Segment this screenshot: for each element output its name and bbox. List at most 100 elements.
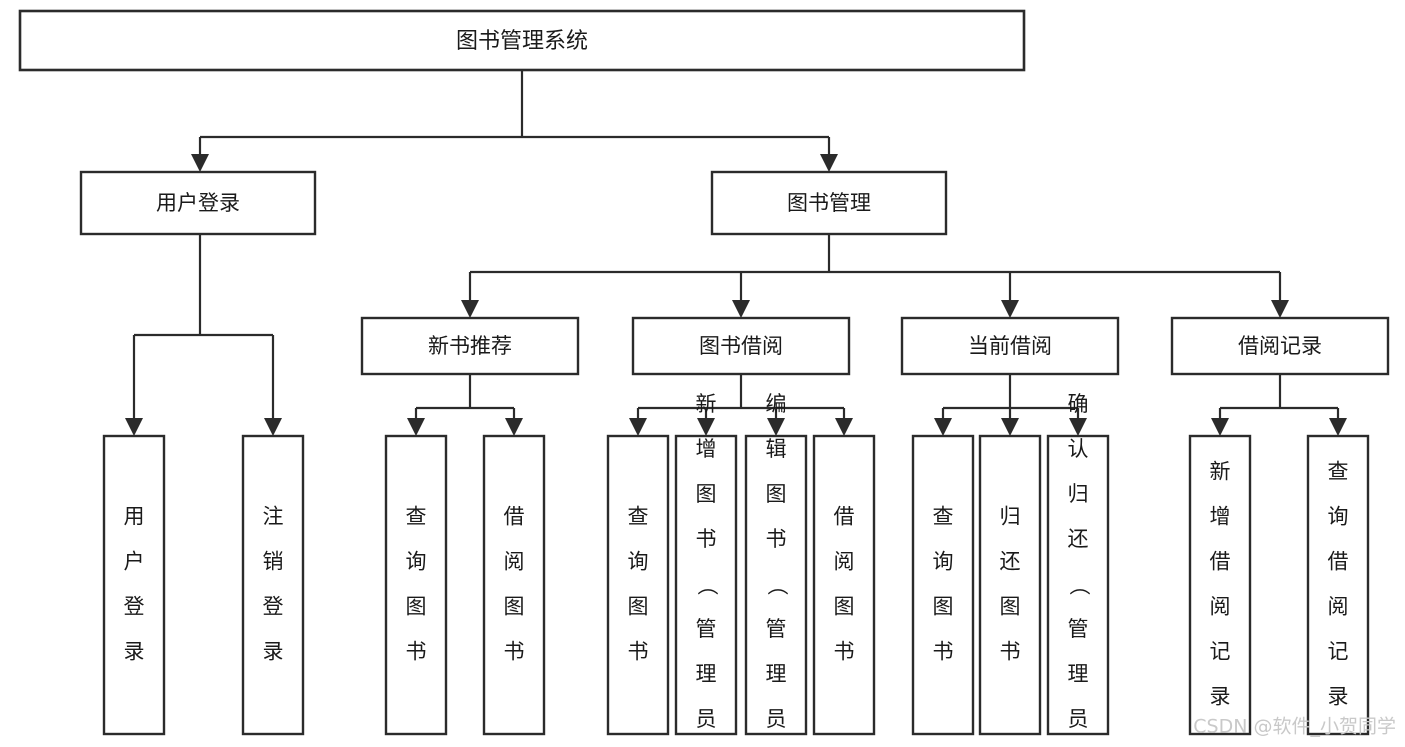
svg-text:询: 询 [1328,505,1349,529]
svg-text:图: 图 [504,595,525,619]
node-book-manage-box[interactable] [710,170,948,236]
node-book-manage[interactable]: 图书管理 [710,170,948,236]
arrow-current-borrow [1001,300,1019,318]
svg-text:查: 查 [933,505,954,529]
arrow-book-manage [820,154,838,172]
node-new-book-recommend-label: 新书推荐 [428,334,512,358]
arrow-leaf-user-logout [264,418,282,436]
node-leaf-user-logout-box[interactable] [241,434,305,736]
node-borrow-record-box[interactable] [1170,316,1390,376]
svg-text:理: 理 [696,662,717,686]
svg-text:理: 理 [766,662,787,686]
node-leaf-edit-book-box[interactable] [744,434,808,736]
svg-text:借: 借 [504,505,525,529]
svg-text:（: （ [1067,575,1091,596]
node-borrow-record-label: 借阅记录 [1238,334,1322,358]
arrow-leaf-query-book-1 [407,418,425,436]
svg-text:辑: 辑 [766,437,787,461]
node-leaf-add-book-box[interactable] [674,434,738,736]
node-leaf-query-book-1-box[interactable] [384,434,448,736]
svg-text:员: 员 [766,707,787,731]
connector-layer [125,70,1347,436]
svg-text:书: 书 [504,640,525,664]
arrow-user-login [191,154,209,172]
node-leaf-user-login[interactable]: 用户登录 [102,434,166,736]
node-leaf-add-record-box[interactable] [1188,434,1252,736]
node-book-borrow-box[interactable] [631,316,851,376]
svg-text:阅: 阅 [504,550,525,574]
node-current-borrow-box[interactable] [900,316,1120,376]
svg-text:理: 理 [1068,662,1089,686]
svg-text:查: 查 [628,505,649,529]
arrow-leaf-user-login [125,418,143,436]
svg-text:书: 书 [834,640,855,664]
arrow-leaf-add-record [1211,418,1229,436]
svg-text:增: 增 [1210,505,1231,529]
arrow-leaf-borrow-book-1 [505,418,523,436]
node-current-borrow-label: 当前借阅 [968,334,1052,358]
node-leaf-confirm-return-box[interactable] [1046,434,1110,736]
svg-text:销: 销 [263,550,284,574]
svg-text:还: 还 [1068,527,1089,551]
svg-text:借: 借 [1210,550,1231,574]
svg-text:图: 图 [933,595,954,619]
arrow-leaf-confirm-return [1069,418,1087,436]
node-leaf-user-login-box[interactable] [102,434,166,736]
arrow-leaf-query-book-2 [629,418,647,436]
node-current-borrow[interactable]: 当前借阅 [900,316,1120,376]
node-leaf-query-book-2-box[interactable] [606,434,670,736]
node-book-borrow-label: 图书借阅 [699,334,783,358]
svg-text:管: 管 [696,617,717,641]
arrow-new-book-recommend [461,300,479,318]
node-leaf-query-book-3-box[interactable] [911,434,975,736]
svg-text:借: 借 [1328,550,1349,574]
arrow-leaf-query-book-3 [934,418,952,436]
svg-text:借: 借 [834,505,855,529]
node-root-box[interactable] [18,9,1026,72]
node-root[interactable]: 图书管理系统 [18,9,1026,72]
svg-text:记: 记 [1210,640,1231,664]
arrow-leaf-query-record [1329,418,1347,436]
node-new-book-recommend[interactable]: 新书推荐 [360,316,580,376]
node-user-login-label: 用户登录 [156,191,240,215]
svg-text:图: 图 [628,595,649,619]
node-user-login[interactable]: 用户登录 [79,170,317,236]
node-root-label: 图书管理系统 [456,29,588,54]
node-user-login-box[interactable] [79,170,317,236]
svg-text:图: 图 [1000,595,1021,619]
node-leaf-return-book-box[interactable] [978,434,1042,736]
node-new-book-recommend-box[interactable] [360,316,580,376]
svg-text:查: 查 [406,505,427,529]
node-borrow-record[interactable]: 借阅记录 [1170,316,1390,376]
svg-text:注: 注 [263,505,284,529]
node-leaf-borrow-book-1-box[interactable] [482,434,546,736]
node-leaf-query-record-box[interactable] [1306,434,1370,736]
node-book-manage-label: 图书管理 [787,191,871,215]
node-book-borrow[interactable]: 图书借阅 [631,316,851,376]
node-leaf-borrow-book-2-box[interactable] [812,434,876,736]
svg-text:询: 询 [628,550,649,574]
svg-text:确: 确 [1068,392,1089,416]
svg-text:书: 书 [628,640,649,664]
